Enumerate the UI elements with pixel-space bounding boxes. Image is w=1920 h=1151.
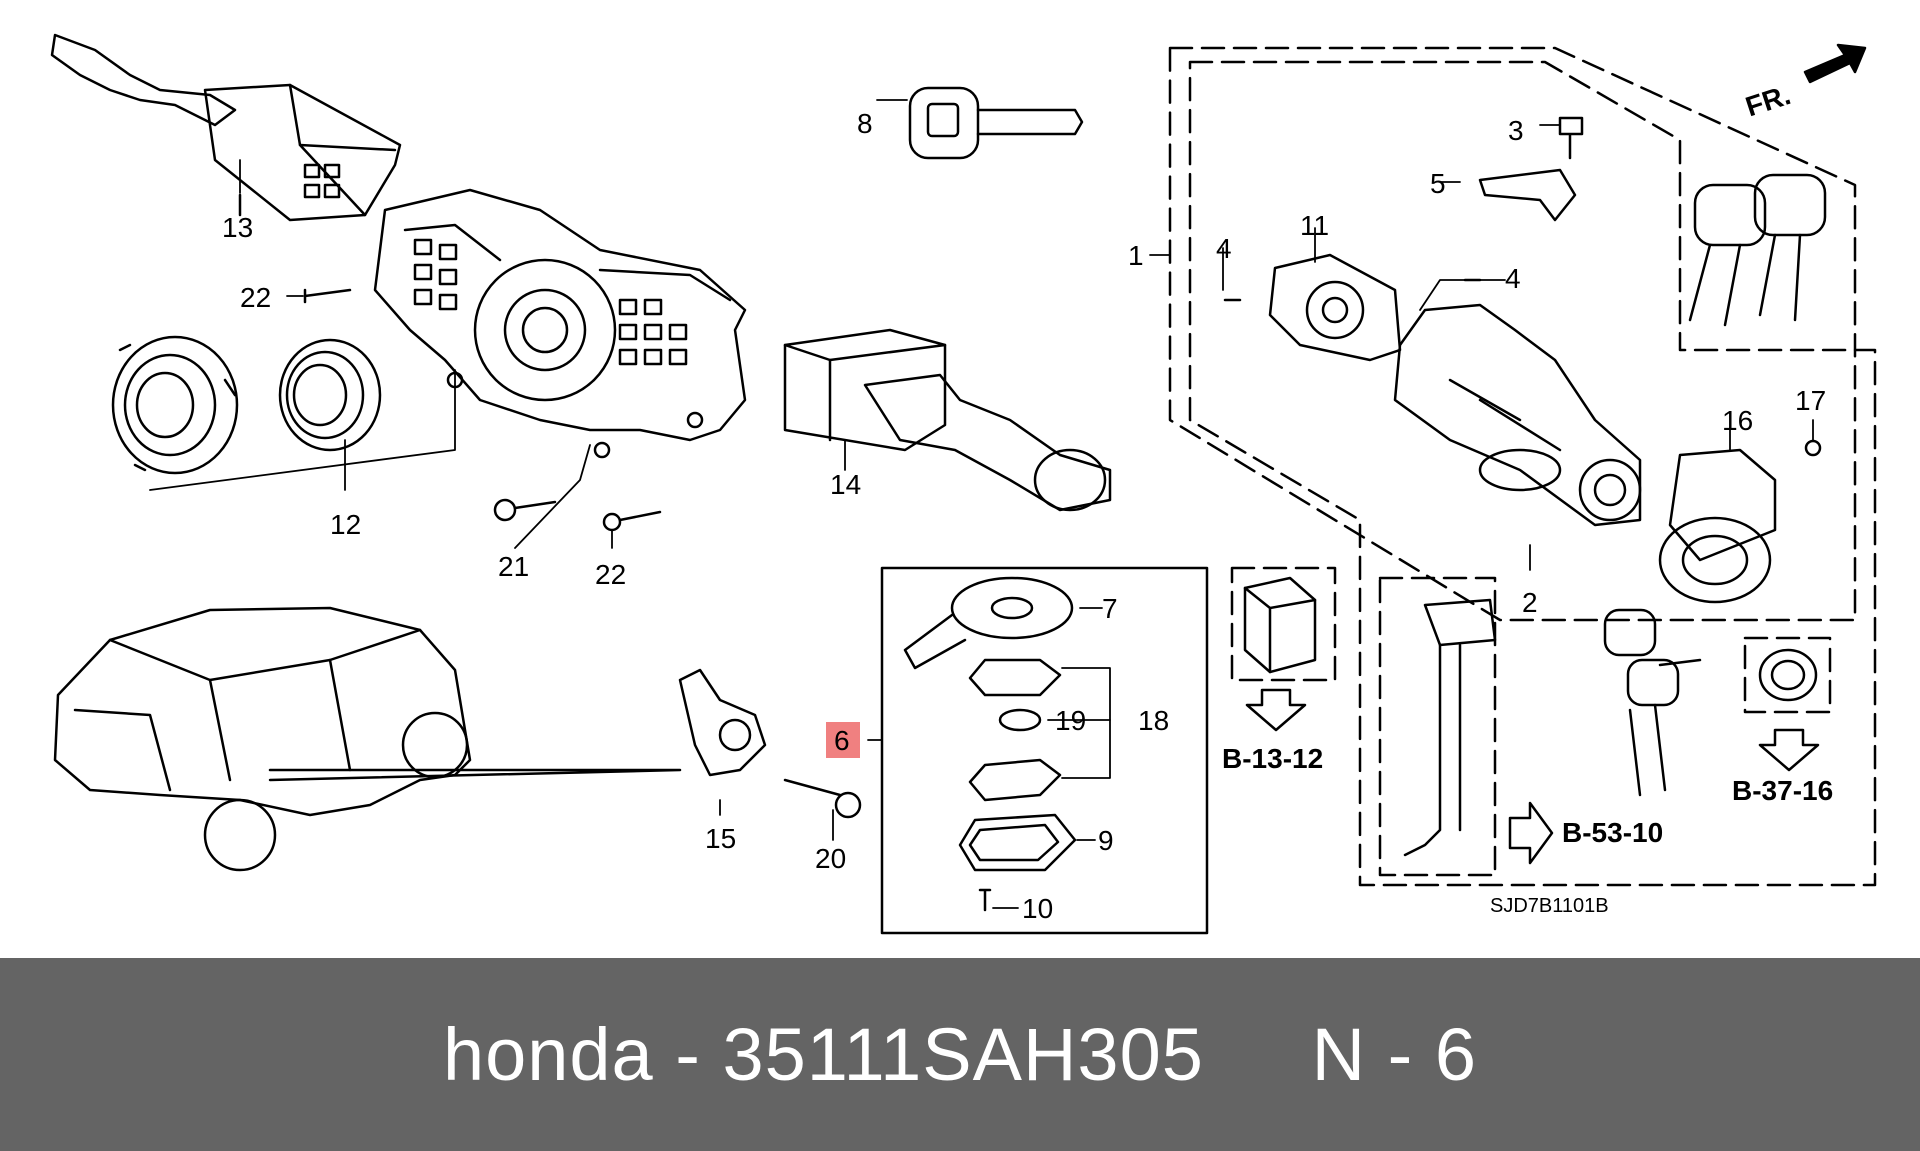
- part-vehicle-outline: [53, 606, 682, 872]
- callout-14: 14: [830, 469, 861, 500]
- callout-16: 16: [1722, 405, 1753, 436]
- callout-13: 13: [222, 212, 253, 243]
- part-13-combination-switch: [50, 33, 402, 222]
- callout-7: 7: [1102, 593, 1118, 624]
- callout-21: 21: [498, 551, 529, 582]
- part-8-blank-key: [908, 86, 1084, 160]
- callout-17: 17: [1795, 385, 1826, 416]
- part-keys-center: [1603, 608, 1702, 797]
- diagram-code: SJD7B1101B: [1490, 895, 1609, 917]
- callout-3: 3: [1508, 115, 1524, 146]
- callout-4a: 4: [1216, 233, 1232, 264]
- front-direction-arrow: [1803, 43, 1867, 84]
- callout-18: 18: [1138, 705, 1169, 736]
- part-screws: [303, 288, 662, 532]
- callout-1: 1: [1128, 240, 1144, 271]
- parts-diagram: 1 2 3 4 4 5 6 7 8 9 10 11 12 13 14 15 16…: [50, 33, 1877, 935]
- callout-6: 6: [834, 725, 850, 756]
- callout-19: 19: [1055, 705, 1086, 736]
- part-14-wiper-switch: [783, 328, 1112, 512]
- part-module-b-13-12: [1243, 576, 1317, 674]
- ref-b-53-10: B-53-10: [1562, 817, 1663, 848]
- callout-22a: 22: [240, 282, 271, 313]
- callout-12: 12: [330, 509, 361, 540]
- callout-4b: 4: [1505, 263, 1521, 294]
- ref-b-13-12: B-13-12: [1222, 743, 1323, 774]
- part-2-steering-lock: [1393, 303, 1642, 527]
- footer-bar: honda - 35111SAH305 N - 6: [0, 958, 1920, 1151]
- footer-title: honda - 35111SAH305 N - 6: [442, 1013, 1478, 1096]
- part-cap-b-37-16: [1758, 648, 1818, 702]
- callouts: 1 2 3 4 4 5 6 7 8 9 10 11 12 13 14 15 16…: [222, 108, 1826, 924]
- ref-b-37-16: B-37-16: [1732, 775, 1833, 806]
- part-15-sensor: [678, 668, 862, 819]
- callout-22b: 22: [595, 559, 626, 590]
- part-16-lock-ring: [1658, 439, 1822, 604]
- callout-5: 5: [1430, 168, 1446, 199]
- callout-2: 2: [1522, 587, 1538, 618]
- part-lock-rod: [1403, 598, 1497, 857]
- callout-10: 10: [1022, 893, 1053, 924]
- part-steering-column-body: [373, 188, 747, 459]
- callout-9: 9: [1098, 825, 1114, 856]
- part-1-assembly-box: [1168, 46, 1877, 887]
- part-3-5-bolt-bracket: [1478, 116, 1584, 222]
- callout-20: 20: [815, 843, 846, 874]
- callout-8: 8: [857, 108, 873, 139]
- parts-diagram-svg: 1 2 3 4 4 5 6 7 8 9 10 11 12 13 14 15 16…: [50, 33, 1877, 935]
- part-6-key-box: [880, 566, 1209, 935]
- leader-lines: [149, 99, 1814, 909]
- front-label: FR.: [1742, 79, 1794, 122]
- part-keys-right: [1688, 173, 1827, 327]
- ref-arrows: [1245, 688, 1820, 865]
- callout-11: 11: [1300, 210, 1329, 241]
- callout-15: 15: [705, 823, 736, 854]
- part-12-rings: [111, 335, 382, 475]
- highlight-6: [826, 722, 860, 758]
